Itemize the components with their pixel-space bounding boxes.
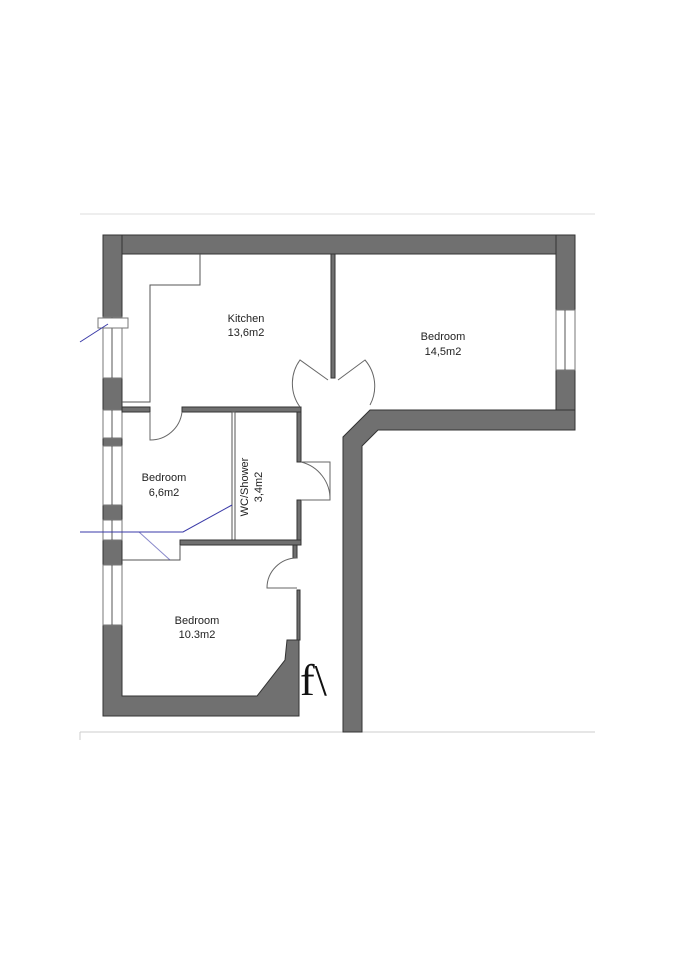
top-wall	[102, 234, 576, 255]
room-name: Kitchen	[228, 313, 265, 325]
corridor-wall	[342, 409, 576, 733]
left-wall-seg	[102, 234, 123, 318]
room-area: 6,6m2	[149, 487, 180, 499]
room-area: 14,5m2	[425, 346, 462, 358]
room-area: 13,6m2	[228, 327, 265, 339]
bottom-wall	[102, 624, 300, 717]
room-area: 10.3m2	[179, 629, 216, 641]
door	[266, 557, 298, 589]
door	[300, 461, 331, 501]
left-wall-seg	[102, 437, 123, 447]
interior-walls	[121, 253, 336, 641]
left-wall-seg	[102, 377, 123, 411]
room-name: Bedroom	[421, 331, 466, 343]
room-area: 3,4m2	[253, 472, 265, 503]
room-name: Bedroom	[142, 472, 187, 484]
door	[291, 359, 329, 408]
fireplace-symbol: f\	[300, 656, 328, 705]
left-wall-seg	[102, 504, 123, 521]
window-sill	[97, 317, 129, 329]
door	[337, 359, 376, 406]
annotation-lines	[79, 323, 233, 561]
room-name: Bedroom	[175, 615, 220, 627]
exterior-walls	[102, 234, 576, 733]
doors	[149, 359, 376, 589]
left-wall-seg	[102, 539, 123, 566]
windows	[97, 309, 576, 626]
door	[149, 411, 183, 441]
room-name: WC/Shower	[239, 457, 251, 516]
